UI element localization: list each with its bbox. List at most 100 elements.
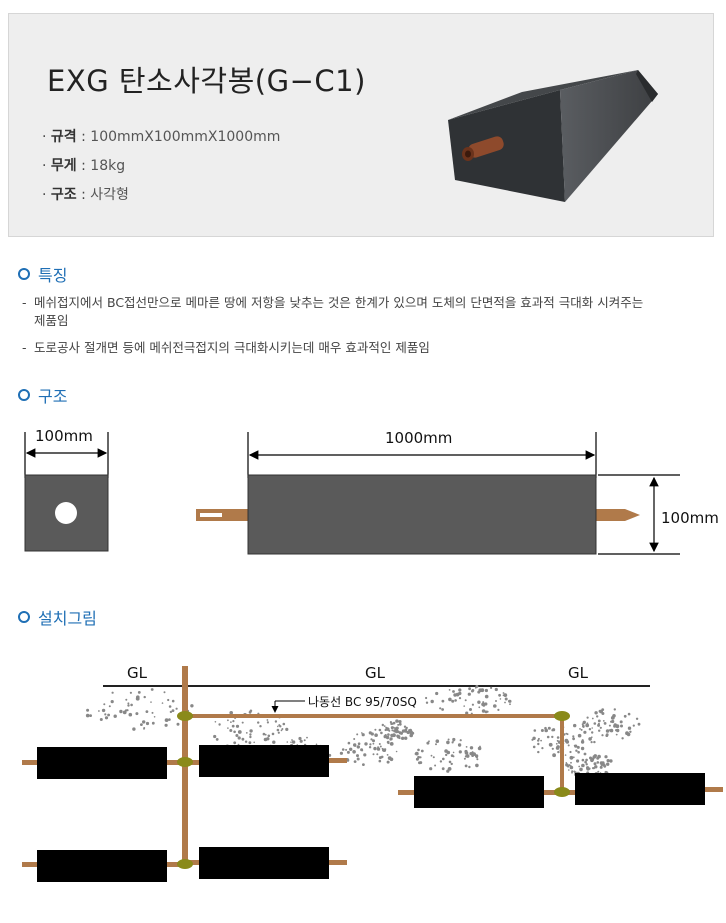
- gravel-dot: [552, 753, 556, 758]
- gravel-dot: [495, 700, 497, 702]
- gravel-dot: [111, 691, 114, 694]
- gravel-dot: [498, 693, 501, 697]
- gravel-dot: [404, 736, 408, 740]
- gravel-dot: [446, 750, 451, 755]
- gravel-dot: [604, 755, 608, 759]
- gravel-dot: [290, 741, 292, 743]
- gravel-dot: [264, 733, 267, 736]
- ground-rod: [22, 850, 187, 882]
- gravel-dot: [605, 734, 609, 737]
- gravel-dot: [465, 746, 468, 748]
- gravel-dot: [151, 721, 155, 725]
- gravel-dot: [98, 710, 100, 712]
- gravel-dot: [381, 723, 384, 727]
- gravel-dot: [452, 737, 456, 742]
- gravel-dot: [597, 770, 600, 773]
- gravel-dot: [599, 726, 602, 729]
- spec-label: 규격: [50, 129, 77, 145]
- gravel-dot: [389, 721, 392, 724]
- gravel-dot: [394, 729, 399, 734]
- gravel-dot: [143, 728, 145, 730]
- gravel-dot: [232, 720, 235, 723]
- gravel-dot: [585, 763, 588, 766]
- gravel-dot: [593, 722, 597, 725]
- gravel-dot: [577, 733, 582, 738]
- bullet-ring-icon: [18, 611, 30, 623]
- gravel-dot: [169, 710, 173, 714]
- gravel-dot: [430, 754, 433, 757]
- gravel-dot: [435, 743, 437, 746]
- gravel-dot: [414, 751, 419, 756]
- gravel-dot: [374, 733, 378, 737]
- gravel-dot: [494, 687, 498, 692]
- gravel-dot: [439, 760, 443, 763]
- gravel-dot: [393, 730, 396, 733]
- gravel-dot: [378, 743, 381, 745]
- gravel-dot: [446, 740, 450, 745]
- gravel-dot: [490, 686, 493, 689]
- gravel-dot: [389, 742, 394, 746]
- gravel-dot: [257, 721, 260, 724]
- gravel-dot: [379, 745, 382, 748]
- gravel-dot: [430, 699, 434, 704]
- gravel-dot: [130, 703, 133, 707]
- spec-row-weight: · 무게 : 18kg: [42, 158, 126, 174]
- gravel-dot: [452, 751, 455, 754]
- gravel-dot: [103, 703, 106, 706]
- feature-item-2: -도로공사 절개면 등에 메쉬전극접지의 극대화시키는데 매우 효과적인 제품임: [22, 340, 430, 355]
- gravel-dot: [582, 725, 585, 728]
- spec-label: 무게: [50, 158, 77, 174]
- gravel-dot: [476, 758, 479, 761]
- gravel-dot: [378, 756, 382, 760]
- gravel-dot: [537, 750, 540, 754]
- gravel-dot: [136, 695, 140, 699]
- gravel-dot: [602, 763, 606, 767]
- gravel-dot: [215, 738, 219, 741]
- gravel-dot: [450, 762, 453, 766]
- gravel-dot: [439, 707, 442, 710]
- gravel-dot: [395, 750, 398, 753]
- gravel-dot: [414, 753, 417, 755]
- gravel-dot: [356, 733, 359, 736]
- gravel-dot: [452, 690, 455, 693]
- ground-rod: [185, 745, 347, 777]
- gravel-dot: [571, 771, 573, 774]
- gravel-dot: [385, 727, 390, 731]
- gravel-dot: [469, 708, 472, 711]
- gravel-dot: [245, 732, 248, 734]
- gravel-dot: [572, 737, 575, 741]
- gravel-dot: [606, 759, 610, 763]
- gravel-dot: [237, 730, 242, 734]
- gravel-dot: [361, 732, 363, 734]
- gravel-dot: [455, 692, 460, 697]
- structure-diagram: [24, 432, 680, 555]
- gravel-dot: [597, 723, 601, 727]
- gravel-dot: [398, 720, 402, 724]
- gravel-dot: [588, 728, 592, 731]
- gravel-dot: [373, 746, 377, 751]
- gravel-dot: [580, 746, 585, 751]
- gravel-dot: [615, 733, 618, 736]
- gravel-dot: [383, 725, 386, 727]
- gravel-dot: [277, 731, 280, 734]
- gravel-dot: [588, 737, 592, 741]
- gravel-dot: [593, 754, 597, 758]
- gravel-dot: [274, 720, 278, 723]
- feature-text: 메쉬접지에서 BC접선만으로 메마른 땅에 저항을 낮추는 것은 한계가 있으며…: [34, 295, 644, 310]
- gravel-dot: [475, 763, 479, 768]
- gravel-dot: [493, 704, 497, 708]
- product-title: EXG 탄소사각봉(G−C1): [47, 64, 366, 98]
- gravel-dot: [606, 762, 610, 766]
- gravel-dot: [504, 701, 506, 704]
- gravel-dot: [386, 754, 389, 756]
- gravel-dot: [598, 709, 602, 713]
- gravel-dot: [140, 723, 143, 726]
- gravel-dot: [233, 730, 236, 734]
- gravel-dot: [249, 735, 252, 739]
- gravel-dot: [356, 754, 359, 758]
- gravel-dot: [434, 764, 437, 767]
- gravel-dot: [565, 763, 569, 767]
- spec-row-size: · 규격 : 100mmX100mmX1000mm: [42, 129, 281, 145]
- gravel-dot: [601, 708, 605, 711]
- gravel-dot: [569, 765, 574, 770]
